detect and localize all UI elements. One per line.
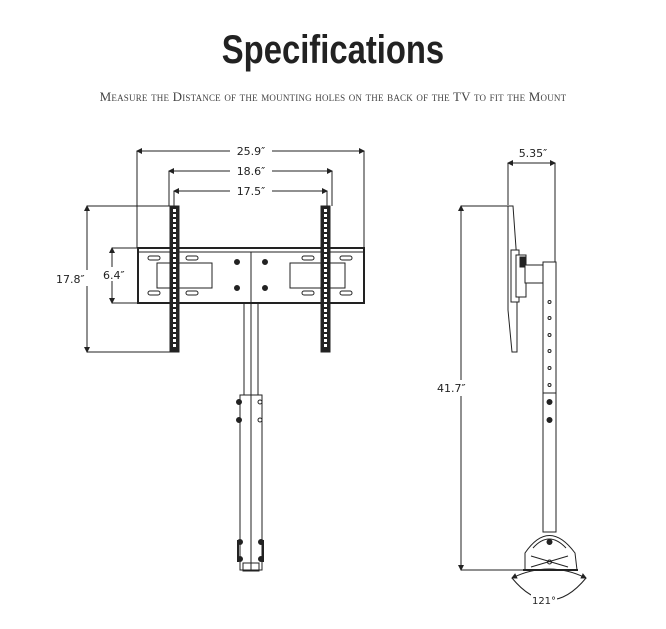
vesa-rails [169,205,331,353]
dim-swivel-angle: 121° [532,596,556,607]
dim-inner-width: 17.5″ [237,185,266,198]
front-view: 25.9″ 18.6″ 17.5″ 17.8″ 6.4″ [52,142,365,572]
dim-total-height: 41.7″ [437,382,466,395]
page-title: Specifications [221,28,445,72]
dim-rail-height: 17.8″ [56,273,85,286]
dim-outer-width: 25.9″ [237,145,266,158]
dim-mid-width: 18.6″ [237,165,266,178]
dim-depth: 5.35″ [519,147,548,160]
pole [236,302,264,572]
dim-plate-height: 6.4″ [103,269,125,282]
side-view: 5.35″ 41.7″ 121° [434,144,587,607]
page-subtitle: Measure the Distance of the mounting hol… [99,89,567,104]
